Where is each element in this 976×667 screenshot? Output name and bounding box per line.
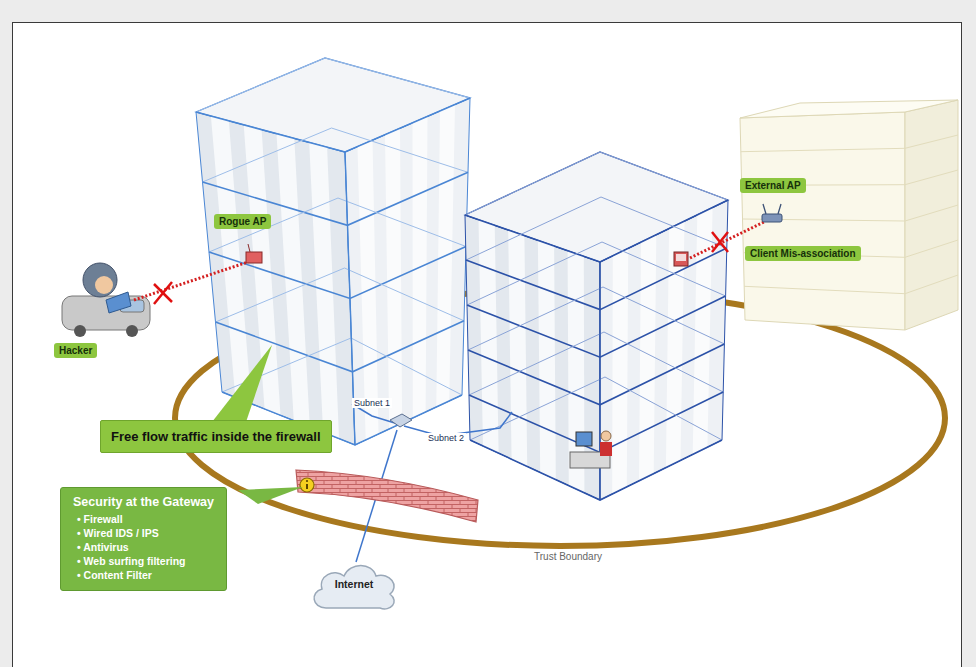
node-title: Client Mis-association	[750, 248, 856, 259]
floor-plane	[466, 197, 727, 260]
floor-plane	[470, 377, 722, 440]
client-icon	[674, 252, 688, 266]
info-icon	[306, 484, 308, 489]
monitor	[576, 432, 592, 446]
block-mark	[154, 282, 172, 304]
floor-line	[466, 248, 727, 310]
info-icon	[306, 480, 308, 482]
bullet-item: • Firewall	[73, 512, 214, 526]
floor-line	[743, 205, 959, 221]
switch-icon	[390, 414, 412, 427]
ap-label: External AP	[740, 178, 806, 193]
floor-plane	[468, 287, 724, 350]
bullet-item: • Antivirus	[73, 540, 214, 554]
firewall-wall	[296, 470, 478, 522]
building-window	[538, 240, 556, 479]
floor-plane	[467, 242, 726, 305]
floor-line	[465, 200, 728, 262]
floor-plane	[196, 58, 470, 112]
building-roof	[465, 152, 728, 262]
floor-plane	[465, 152, 728, 215]
callout-box: Security at the Gateway • Firewall• Wired…	[60, 487, 227, 591]
bullet-item: • Content Filter	[73, 568, 214, 582]
floor-plane	[209, 198, 466, 252]
floor-line	[744, 275, 958, 294]
callout-pointer	[238, 487, 303, 504]
rogue-ap-icon	[248, 244, 250, 252]
subnet-label: Subnet 2	[426, 433, 466, 443]
building-window	[639, 235, 656, 481]
building-window	[479, 220, 499, 454]
car-wheel	[74, 325, 86, 337]
node-title: Free flow traffic inside the firewall	[111, 429, 321, 444]
floor-line	[468, 344, 724, 405]
actor-label: Hacker	[54, 343, 97, 358]
info-icon	[300, 478, 314, 492]
node-title: External AP	[745, 180, 801, 191]
bullet-item: • Wired IDS / IPS	[73, 526, 214, 540]
floor-line	[209, 247, 466, 299]
building-face	[196, 112, 355, 445]
building-roof	[196, 58, 470, 152]
building-window	[612, 248, 628, 494]
floor-line	[470, 440, 722, 500]
building-window	[508, 230, 527, 466]
worker	[601, 431, 611, 441]
floor-line	[741, 135, 958, 152]
boundary-label: Trust Boundary	[532, 551, 604, 562]
node-title: Internet	[306, 578, 402, 590]
node-title: Rogue AP	[219, 216, 266, 227]
blocked-link	[134, 262, 248, 300]
worker	[600, 442, 612, 456]
node-title: Hacker	[59, 345, 92, 356]
external-ap-icon	[762, 214, 782, 222]
threat-label: Client Mis-association	[745, 246, 861, 261]
car-wheel	[126, 325, 138, 337]
hacker-laptop	[106, 292, 131, 313]
internet-cloud: Internet	[306, 556, 402, 618]
hacker-figure	[95, 276, 113, 294]
ap-label: Rogue AP	[214, 214, 271, 229]
callout-pointer	[212, 345, 272, 422]
client-icon	[676, 254, 686, 261]
building-face	[740, 100, 958, 118]
bullet-item: • Web surfing filtering	[73, 554, 214, 568]
hacker-figure	[83, 263, 117, 297]
external-ap-icon	[763, 204, 781, 214]
rogue-ap-icon	[246, 252, 262, 263]
floor-plane	[216, 268, 465, 322]
building-face	[345, 98, 470, 445]
building-face	[905, 100, 958, 330]
subnet-label: Subnet 1	[352, 398, 392, 408]
floor-line	[196, 98, 470, 152]
node-title: Security at the Gateway	[73, 495, 214, 509]
floor-plane	[203, 128, 469, 182]
floor-line	[216, 321, 465, 372]
floor-plane	[469, 332, 723, 395]
block-mark	[712, 232, 728, 252]
callout-box: Free flow traffic inside the firewall	[100, 420, 332, 453]
